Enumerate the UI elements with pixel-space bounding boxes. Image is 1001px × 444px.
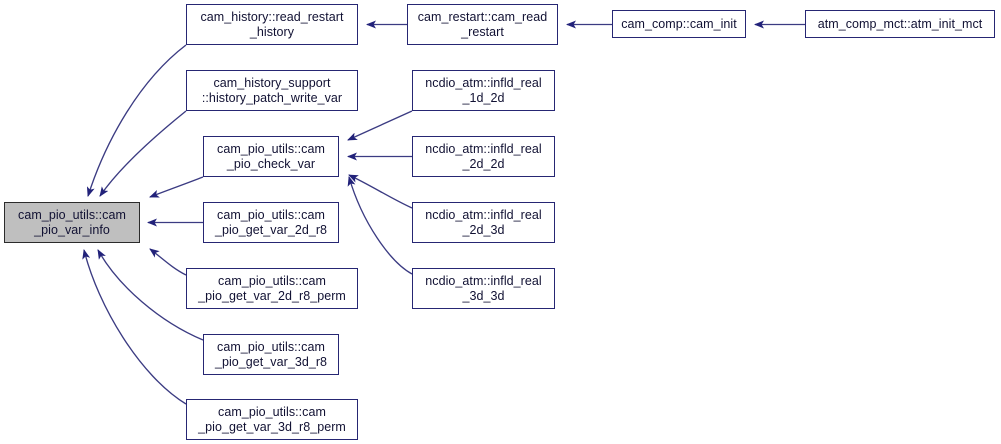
edge-check-var-to-var-info xyxy=(149,176,204,198)
node-infld-real-2d-2d[interactable]: ncdio_atm::infld_real _2d_2d xyxy=(412,136,555,177)
node-label: cam_pio_utils::cam _pio_get_var_2d_r8 xyxy=(214,208,328,237)
edge-read-restart-history-to-var-info xyxy=(86,44,187,197)
node-cam-pio-get-var-2d-r8[interactable]: cam_pio_utils::cam _pio_get_var_2d_r8 xyxy=(203,202,339,243)
node-cam-init[interactable]: cam_comp::cam_init xyxy=(612,10,746,38)
node-label: atm_comp_mct::atm_init_mct xyxy=(817,16,983,31)
node-label: ncdio_atm::infld_real _3d_3d xyxy=(425,274,542,303)
node-label: cam_history::read_restart _history xyxy=(200,10,344,39)
node-cam-pio-check-var[interactable]: cam_pio_utils::cam _pio_check_var xyxy=(203,136,339,177)
node-atm-init-mct[interactable]: atm_comp_mct::atm_init_mct xyxy=(805,10,995,38)
node-label: cam_history_support ::history_patch_writ… xyxy=(201,76,343,105)
node-label: cam_pio_utils::cam _pio_var_info xyxy=(18,208,126,237)
node-history-patch-write-var[interactable]: cam_history_support ::history_patch_writ… xyxy=(186,70,358,111)
node-infld-real-2d-3d[interactable]: ncdio_atm::infld_real _2d_3d xyxy=(412,202,555,243)
node-label: ncdio_atm::infld_real _2d_2d xyxy=(425,142,542,171)
node-label: cam_restart::cam_read _restart xyxy=(417,10,548,39)
edge-get-var-2d-r8-perm-to-var-info xyxy=(149,248,187,276)
node-infld-real-3d-3d[interactable]: ncdio_atm::infld_real _3d_3d xyxy=(412,268,555,309)
node-label: cam_pio_utils::cam _pio_get_var_2d_r8_pe… xyxy=(198,274,346,303)
node-label: ncdio_atm::infld_real _1d_2d xyxy=(425,76,542,105)
node-read-restart-history[interactable]: cam_history::read_restart _history xyxy=(186,4,358,45)
node-label: cam_pio_utils::cam _pio_check_var xyxy=(217,142,325,171)
node-label: cam_pio_utils::cam _pio_get_var_3d_r8_pe… xyxy=(198,405,346,434)
node-label: cam_comp::cam_init xyxy=(621,16,737,31)
edge-history-patch-write-var-to-var-info xyxy=(99,110,187,197)
node-infld-real-1d-2d[interactable]: ncdio_atm::infld_real _1d_2d xyxy=(412,70,555,111)
node-cam-pio-get-var-3d-r8[interactable]: cam_pio_utils::cam _pio_get_var_3d_r8 xyxy=(203,334,339,375)
edge-infld-3d-3d-to-check-var xyxy=(347,176,413,275)
edge-infld-2d-3d-to-check-var xyxy=(348,174,413,209)
edge-get-var-3d-r8-perm-to-var-info xyxy=(82,249,187,405)
edge-infld-1d-2d-to-check-var xyxy=(347,110,413,141)
node-cam-pio-var-info[interactable]: cam_pio_utils::cam _pio_var_info xyxy=(4,202,140,243)
node-label: cam_pio_utils::cam _pio_get_var_3d_r8 xyxy=(214,340,328,369)
node-label: ncdio_atm::infld_real _2d_3d xyxy=(425,208,542,237)
node-cam-pio-get-var-3d-r8-perm[interactable]: cam_pio_utils::cam _pio_get_var_3d_r8_pe… xyxy=(186,399,358,440)
node-cam-read-restart[interactable]: cam_restart::cam_read _restart xyxy=(407,4,558,45)
node-cam-pio-get-var-2d-r8-perm[interactable]: cam_pio_utils::cam _pio_get_var_2d_r8_pe… xyxy=(186,268,358,309)
